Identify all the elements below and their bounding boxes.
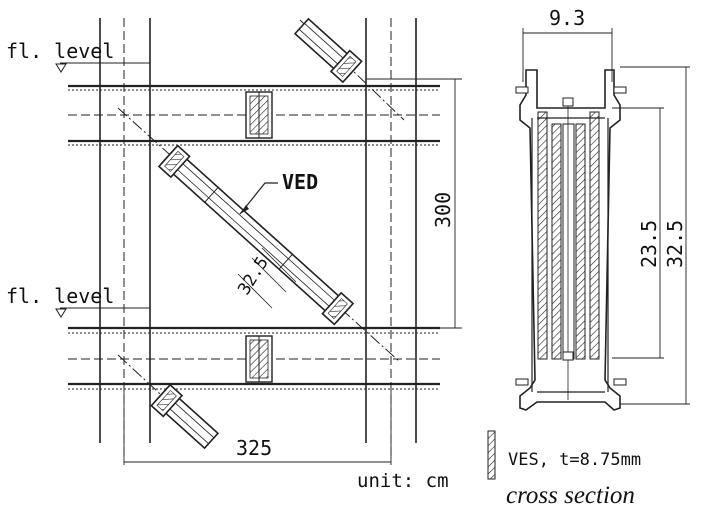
outer-height-dimension (620, 66, 690, 405)
ves-layers (537, 98, 600, 400)
story-height-label: 300 (431, 192, 455, 228)
floor-level-marker-bottom (55, 307, 150, 318)
story-height-dimension (366, 78, 462, 329)
upper-damper-fragment (293, 17, 405, 121)
ves-legend-label: VES, t=8.75mm (508, 450, 641, 470)
bay-width-label: 325 (236, 436, 272, 460)
floor-level-marker-top (55, 62, 150, 73)
frame-elevation (55, 17, 462, 465)
beam-splice-plate-bottom (245, 335, 273, 383)
damper-width-dimension (237, 247, 297, 309)
cross-section (515, 28, 690, 411)
right-column (365, 18, 417, 460)
left-column (99, 18, 151, 460)
inner-height-label: 23.5 (637, 220, 661, 268)
floor-level-label-top: fl. level (6, 39, 114, 63)
viscoelastic-damper-diagonal (117, 107, 401, 363)
ves-legend-swatch (487, 430, 496, 480)
ved-leader (239, 182, 278, 215)
unit-label: unit: cm (357, 470, 449, 492)
section-width-label: 9.3 (549, 6, 585, 30)
beam-splice-plate-top (245, 91, 273, 139)
inner-height-dimension (612, 107, 664, 359)
lower-damper-fragment (117, 354, 220, 450)
section-width-dimension (522, 28, 613, 82)
section-outline (519, 69, 621, 411)
cross-section-title: cross section (506, 482, 635, 509)
bolts (515, 86, 627, 386)
ved-label: VED (282, 170, 318, 194)
bay-width-dimension (123, 390, 392, 465)
floor-level-label-bottom: fl. level (6, 284, 114, 308)
outer-height-label: 32.5 (663, 220, 687, 268)
